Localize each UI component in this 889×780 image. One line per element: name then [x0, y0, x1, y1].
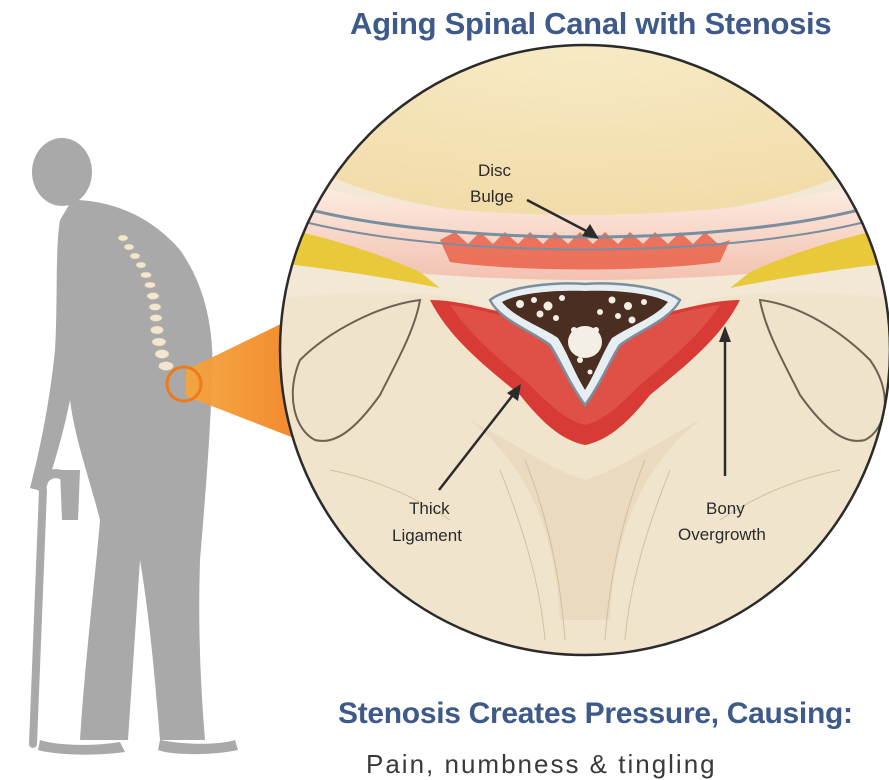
label-ligament-line2: Ligament: [392, 526, 462, 545]
label-bony-line2: Overgrowth: [678, 525, 766, 544]
label-disc-line2: Bulge: [470, 187, 513, 206]
label-disc-line1: Disc: [478, 161, 512, 180]
spinal-canal-inset: [255, 0, 889, 680]
label-ligament-line1: Thick: [409, 499, 450, 518]
cane: [33, 474, 64, 744]
symptoms-text: Pain, numbness & tingling: [366, 749, 717, 780]
label-bony-line1: Bony: [706, 499, 745, 518]
section-heading: Stenosis Creates Pressure, Causing:: [338, 697, 853, 731]
elderly-person-silhouette: [30, 138, 238, 755]
